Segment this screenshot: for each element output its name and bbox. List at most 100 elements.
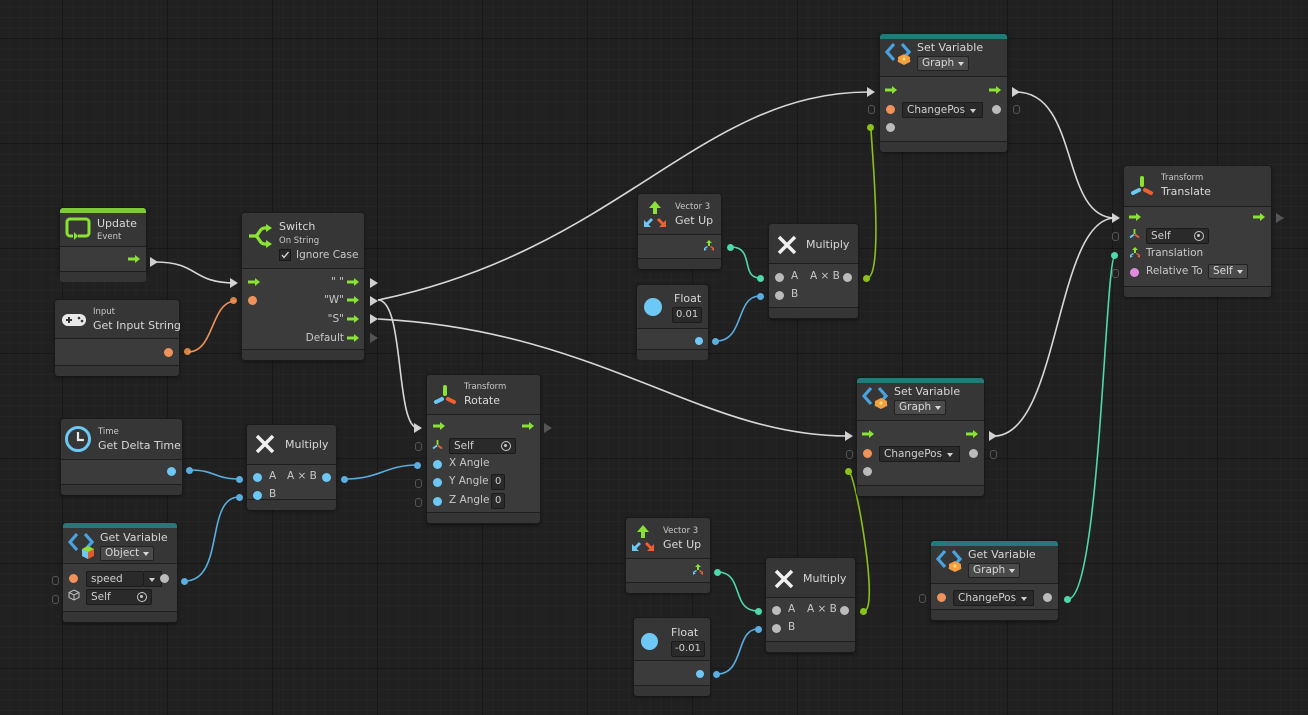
mult1-b-connector[interactable] (236, 494, 243, 501)
float-output-port[interactable] (696, 670, 704, 678)
wire-update-to-switch[interactable] (154, 261, 237, 284)
vector3-output-port-icon[interactable] (703, 240, 715, 252)
node-transform-translate[interactable]: Transform Translate Self Translation Rel… (1124, 166, 1271, 297)
ignore-case-checkbox[interactable] (279, 249, 291, 261)
input-a-port[interactable] (253, 473, 262, 482)
mult2-b-connector[interactable] (757, 293, 764, 300)
translate-flow-out-port[interactable] (1276, 213, 1284, 223)
rotate-target-field[interactable]: Self (449, 438, 516, 454)
wire-float1-to-mult2[interactable] (715, 295, 761, 342)
switch-case-empty-port[interactable] (370, 278, 378, 288)
variable-name-dropdown-button[interactable] (965, 102, 983, 118)
string-output-port[interactable] (164, 348, 173, 357)
node-get-input-string[interactable]: Input Get Input String (55, 300, 181, 376)
setvar1-flow-out-port[interactable] (1012, 87, 1020, 97)
setvar1-name-empty-port[interactable] (868, 105, 875, 114)
getvar2-name-empty-port[interactable] (919, 594, 926, 603)
getup2-out-connector[interactable] (714, 569, 721, 576)
node-get-variable-changepos[interactable]: Get Variable Graph ChangePos (931, 541, 1058, 620)
translate-target-empty-port[interactable] (1112, 232, 1119, 241)
getvar-name-empty-port[interactable] (52, 576, 59, 585)
float2-out-connector[interactable] (713, 671, 720, 678)
setvar2-flow-out-port[interactable] (989, 431, 997, 441)
wire-speed-to-mult1[interactable] (184, 496, 240, 582)
switch-selector-in-connector[interactable] (230, 297, 237, 304)
wire-switch-w-to-rotate[interactable] (377, 299, 419, 429)
value-input-port[interactable] (886, 123, 895, 132)
object-picker-icon[interactable] (501, 441, 511, 451)
translate-translation-connector[interactable] (1111, 252, 1118, 259)
mult3-out-connector[interactable] (860, 608, 867, 615)
wire-input-to-switch[interactable] (187, 300, 237, 353)
object-picker-icon[interactable] (1194, 231, 1204, 241)
name-input-port[interactable] (863, 449, 872, 458)
name-input-port[interactable] (937, 593, 946, 602)
rotate-x-angle-connector[interactable] (414, 462, 421, 469)
x-angle-port[interactable] (433, 460, 442, 469)
wire-mult2-to-setvar1[interactable] (866, 127, 877, 279)
y-angle-port[interactable] (433, 478, 442, 487)
delta-time-out-connector[interactable] (186, 467, 193, 474)
switch-flow-in-port[interactable] (230, 278, 238, 288)
float-value-field[interactable]: -0.01 (671, 641, 705, 657)
input-a-port[interactable] (772, 606, 781, 615)
setvar1-out-empty-port[interactable] (1013, 105, 1020, 114)
object-target-field[interactable]: Self (86, 589, 152, 605)
wire-mult1-to-rotate[interactable] (344, 464, 419, 480)
value-input-port[interactable] (863, 467, 872, 476)
variable-kind-dropdown[interactable]: Graph (894, 400, 947, 415)
float-output-port[interactable] (695, 337, 703, 345)
setvar2-flow-in-port[interactable] (845, 431, 853, 441)
input-string-out-connector[interactable] (184, 348, 191, 355)
node-multiply-3[interactable]: Multiply A A × B B (766, 558, 855, 652)
node-vector3-get-up-1[interactable]: Vector 3 Get Up (638, 194, 721, 269)
mult1-out-connector[interactable] (341, 476, 348, 483)
y-angle-field[interactable]: 0 (491, 474, 506, 490)
value-output-port[interactable] (160, 574, 169, 583)
name-input-port[interactable] (69, 574, 78, 583)
mult3-a-connector[interactable] (755, 608, 762, 615)
node-vector3-get-up-2[interactable]: Vector 3 Get Up (626, 518, 710, 593)
mult2-a-connector[interactable] (757, 275, 764, 282)
node-get-variable-speed[interactable]: Get Variable Object speed Self (63, 523, 177, 622)
float1-out-connector[interactable] (712, 338, 719, 345)
variable-name-field[interactable]: ChangePos (953, 590, 1016, 606)
translate-flow-in-port[interactable] (1112, 213, 1120, 223)
variable-name-field[interactable]: speed (86, 571, 144, 587)
value-output-port[interactable] (992, 105, 1001, 114)
wire-getup1-to-mult2[interactable] (730, 246, 761, 279)
input-b-port[interactable] (775, 291, 784, 300)
float-value-field[interactable]: 0.01 (672, 307, 703, 323)
update-flow-out-port[interactable] (150, 257, 158, 267)
z-angle-field[interactable]: 0 (491, 493, 506, 509)
string-input-port[interactable] (248, 296, 257, 305)
name-input-port[interactable] (886, 105, 895, 114)
setvar1-value-connector[interactable] (867, 124, 874, 131)
wire-setvar2-to-translate[interactable] (993, 217, 1116, 437)
output-port[interactable] (840, 606, 849, 615)
variable-name-dropdown-button[interactable] (942, 446, 960, 462)
setvar2-value-connector[interactable] (845, 468, 852, 475)
input-b-port[interactable] (253, 491, 262, 500)
rotate-y-empty-port[interactable] (415, 479, 422, 488)
node-transform-rotate[interactable]: Transform Rotate Self X Angle Y Angle 0 … (427, 375, 540, 523)
node-set-variable-2[interactable]: Set Variable Graph ChangePos (857, 378, 984, 496)
getvar-object-empty-port[interactable] (52, 595, 59, 604)
switch-case-w-port[interactable] (370, 296, 378, 306)
mult2-out-connector[interactable] (863, 275, 870, 282)
rotate-target-empty-port[interactable] (415, 442, 422, 451)
getvar-speed-out-connector[interactable] (181, 578, 188, 585)
input-b-port[interactable] (772, 624, 781, 633)
wire-getup2-to-mult3[interactable] (716, 571, 759, 612)
rotate-z-empty-port[interactable] (415, 498, 422, 507)
z-angle-port[interactable] (433, 497, 442, 506)
node-float-1[interactable]: Float 0.01 (637, 285, 708, 360)
mult1-a-connector[interactable] (236, 476, 243, 483)
wire-setvar1-to-translate[interactable] (1015, 91, 1116, 219)
vector3-output-port-icon[interactable] (692, 564, 704, 576)
setvar2-name-empty-port[interactable] (846, 450, 853, 459)
value-output-port[interactable] (1043, 593, 1052, 602)
node-set-variable-1[interactable]: Set Variable Graph ChangePos (880, 34, 1007, 152)
node-float-2[interactable]: Float -0.01 (634, 618, 710, 696)
translate-relative-empty-port[interactable] (1112, 269, 1119, 278)
